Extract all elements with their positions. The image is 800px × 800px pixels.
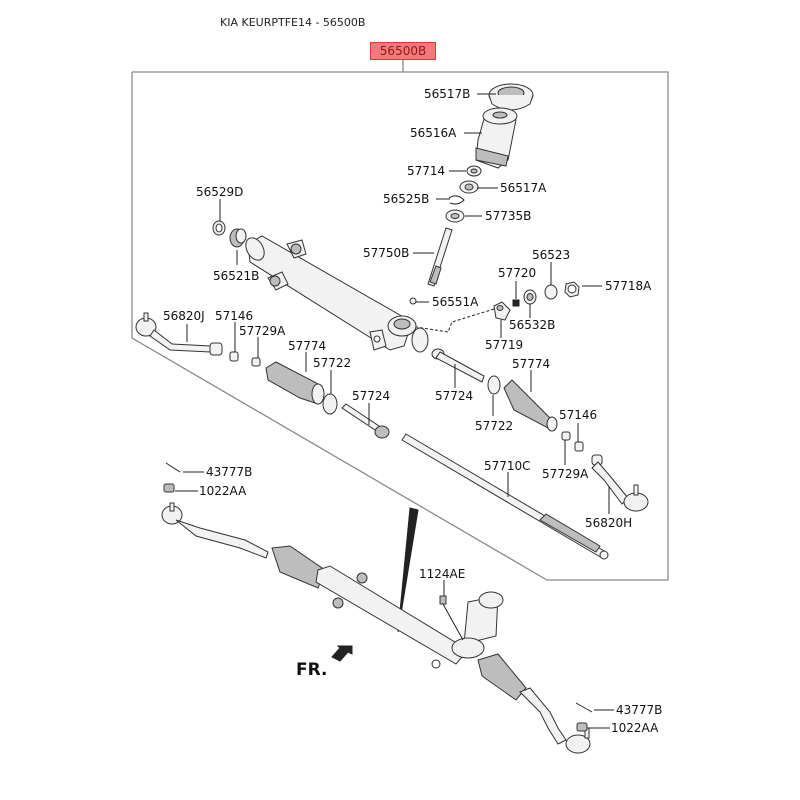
part-57729A-clip-left[interactable] xyxy=(251,357,261,367)
callout-56517A[interactable]: 56517A xyxy=(500,181,547,195)
callout-43777B-right[interactable]: 43777B xyxy=(616,703,662,717)
callout-57735B[interactable]: 57735B xyxy=(485,209,531,223)
callout-57729A-left[interactable]: 57729A xyxy=(239,324,286,338)
part-57750B-pinion-shaft[interactable] xyxy=(427,227,453,287)
part-57724-inner-tie-rod-left[interactable] xyxy=(341,403,390,439)
part-43777B-cotter-pin-right[interactable] xyxy=(575,702,593,713)
front-direction-label: FR. xyxy=(296,660,327,680)
part-56517A-seal[interactable] xyxy=(459,180,479,194)
callout-57729A-right[interactable]: 57729A xyxy=(542,467,589,481)
callout-56516A[interactable]: 56516A xyxy=(410,126,457,140)
part-56525B-snap-ring[interactable] xyxy=(448,195,465,205)
assembly-pointer-arrow xyxy=(397,507,419,633)
part-57146-nut-right[interactable] xyxy=(574,441,584,452)
part-1022AA-nut-left[interactable] xyxy=(163,483,175,493)
part-1124AE-bolt[interactable] xyxy=(439,595,464,641)
part-56516A-housing[interactable] xyxy=(475,107,518,169)
part-57720-spring[interactable] xyxy=(512,299,520,307)
callout-57719[interactable]: 57719 xyxy=(485,338,523,352)
callout-1022AA-left[interactable]: 1022AA xyxy=(199,484,247,498)
callout-56525B[interactable]: 56525B xyxy=(383,192,429,206)
part-56517B-seal[interactable] xyxy=(488,83,534,111)
callout-56529D[interactable]: 56529D xyxy=(196,185,243,199)
diagram-title: KIA KEURPTFE14 - 56500B xyxy=(220,16,366,29)
part-57722-clamp-left[interactable] xyxy=(322,393,338,415)
part-43777B-cotter-pin-left[interactable] xyxy=(165,462,181,473)
part-56529D-ring[interactable] xyxy=(212,220,226,236)
callout-56521B[interactable]: 56521B xyxy=(213,269,259,283)
part-57146-nut-left[interactable] xyxy=(229,351,239,362)
part-57719-yoke[interactable] xyxy=(493,301,511,321)
part-57774-bellows-right[interactable] xyxy=(503,379,558,432)
callout-57722-left[interactable]: 57722 xyxy=(313,356,351,370)
callout-57146-left[interactable]: 57146 xyxy=(215,309,253,323)
callout-57710C[interactable]: 57710C xyxy=(484,459,531,473)
callout-56517B[interactable]: 56517B xyxy=(424,87,470,101)
assembly-code-highlight[interactable]: 56500B xyxy=(370,42,436,60)
callout-1022AA-right[interactable]: 1022AA xyxy=(611,721,659,735)
callout-57720[interactable]: 57720 xyxy=(498,266,536,280)
callout-57774-right[interactable]: 57774 xyxy=(512,357,550,371)
callout-57146-right[interactable]: 57146 xyxy=(559,408,597,422)
part-56532B-plug[interactable] xyxy=(523,289,537,305)
part-56820J-tie-rod-end[interactable] xyxy=(135,312,223,356)
part-57718A-lock-nut[interactable] xyxy=(564,281,580,298)
part-gear-housing xyxy=(245,235,429,353)
callout-56820J[interactable]: 56820J xyxy=(163,309,205,323)
leader-lines xyxy=(175,93,614,729)
front-direction-arrow-icon xyxy=(331,645,353,662)
part-56820H-tie-rod-end[interactable] xyxy=(591,454,649,512)
part-56551A-plug[interactable] xyxy=(409,297,417,305)
callout-56523[interactable]: 56523 xyxy=(532,248,570,262)
callout-57714[interactable]: 57714 xyxy=(407,164,445,178)
callout-57774-left[interactable]: 57774 xyxy=(288,339,326,353)
callout-57722-right[interactable]: 57722 xyxy=(475,419,513,433)
yoke-assembly-dashed-line xyxy=(409,308,495,333)
part-57714-bearing[interactable] xyxy=(466,165,482,177)
part-57774-bellows-left[interactable] xyxy=(265,361,325,405)
exploded-view-frame xyxy=(131,71,669,581)
callout-57724-left[interactable]: 57724 xyxy=(352,389,390,403)
part-57729A-clip-right[interactable] xyxy=(561,431,571,441)
part-57724-inner-tie-rod-right[interactable] xyxy=(431,348,485,383)
part-assembled-steering-gear xyxy=(161,502,591,754)
part-56523-ring[interactable] xyxy=(544,284,558,300)
callout-56532B[interactable]: 56532B xyxy=(509,318,555,332)
part-57735B-bushing[interactable] xyxy=(445,209,465,223)
callout-56820H[interactable]: 56820H xyxy=(585,516,632,530)
callout-56551A[interactable]: 56551A xyxy=(432,295,479,309)
part-1022AA-nut-right[interactable] xyxy=(576,722,588,732)
callout-1124AE[interactable]: 1124AE xyxy=(419,567,465,581)
callout-57750B[interactable]: 57750B xyxy=(363,246,409,260)
part-57722-clamp-right[interactable] xyxy=(487,375,501,395)
part-56521B-bushing[interactable] xyxy=(229,228,247,248)
callout-43777B-left[interactable]: 43777B xyxy=(206,465,252,479)
callout-57724-right[interactable]: 57724 xyxy=(435,389,473,403)
part-57710C-rack-bar[interactable] xyxy=(401,433,609,560)
callout-57718A[interactable]: 57718A xyxy=(605,279,652,293)
